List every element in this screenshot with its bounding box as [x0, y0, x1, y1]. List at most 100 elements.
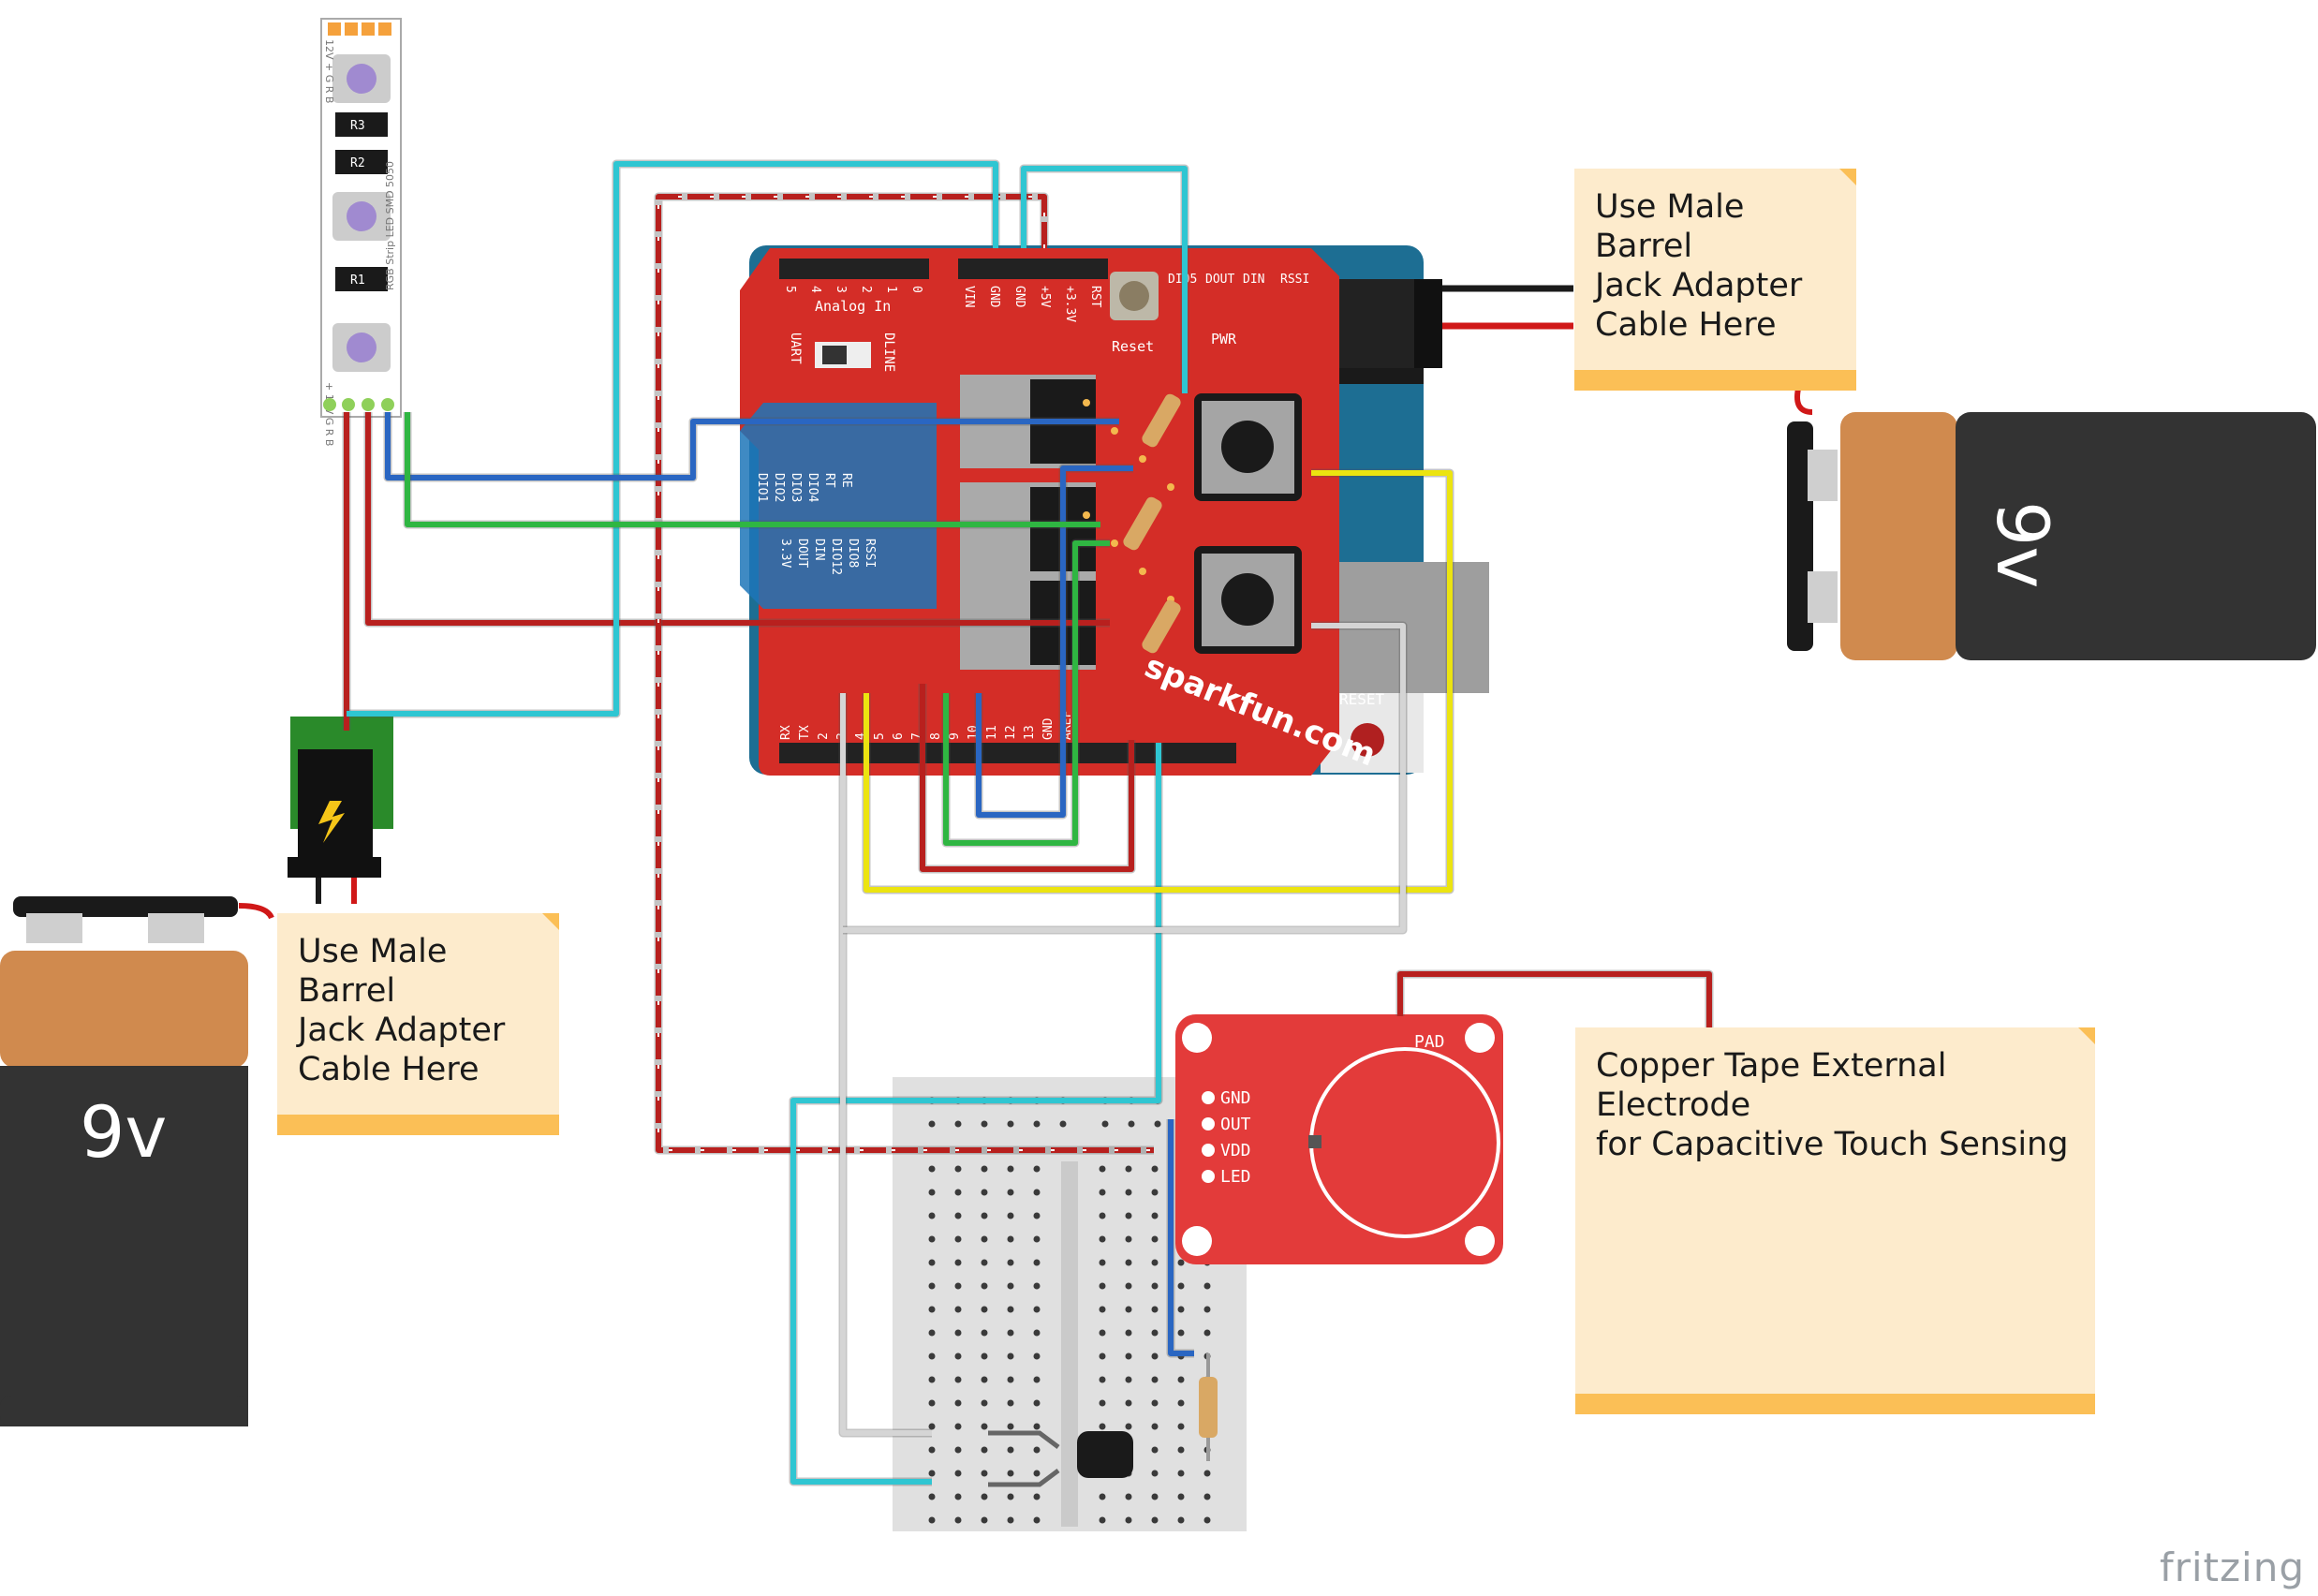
pwr-label: PWR: [1211, 331, 1237, 347]
breadboard-hole: [1177, 1376, 1185, 1383]
breadboard-hole: [954, 1516, 962, 1524]
breadboard-hole: [1203, 1516, 1211, 1524]
breadboard-hole: [954, 1423, 962, 1430]
breadboard-hole: [1007, 1493, 1014, 1500]
shield-analog-pin-4: 1: [884, 286, 898, 293]
breadboard-hole: [1099, 1282, 1106, 1290]
shield-top-pin-2: GND: [1012, 286, 1026, 308]
breadboard-hole: [1125, 1329, 1132, 1337]
shield-bottom-pin-4: 4: [854, 732, 868, 740]
breadboard-rail-hole: [1007, 1120, 1014, 1128]
push-button-1: [1194, 393, 1302, 501]
uno-reset-label: RESET: [1339, 690, 1385, 708]
breadboard-hole: [1177, 1423, 1185, 1430]
breadboard-hole: [954, 1329, 962, 1337]
breadboard-hole: [1033, 1446, 1041, 1454]
breadboard-hole: [1007, 1189, 1014, 1196]
breadboard-hole: [1007, 1376, 1014, 1383]
wire-dash-2: [657, 196, 1154, 1151]
breadboard-hole: [1125, 1352, 1132, 1360]
breadboard-hole: [1177, 1306, 1185, 1313]
wire-red-4: [920, 684, 1134, 872]
breadboard-hole: [1151, 1446, 1159, 1454]
touch-pin-vdd: VDD: [1220, 1141, 1251, 1160]
breadboard-hole: [1125, 1189, 1132, 1196]
xbee-left-pin-1: DIO2: [772, 473, 786, 502]
xbee-right-pin-5: RSSI: [863, 539, 877, 568]
breadboard-hole: [1007, 1306, 1014, 1313]
breadboard-hole: [1099, 1306, 1106, 1313]
breadboard-hole: [954, 1399, 962, 1407]
breadboard-rail-hole: [1101, 1120, 1109, 1128]
breadboard-hole: [1151, 1376, 1159, 1383]
breadboard-hole: [1007, 1165, 1014, 1173]
breadboard-hole: [1033, 1376, 1041, 1383]
breadboard-hole: [1099, 1329, 1106, 1337]
touch-pin-out: OUT: [1220, 1115, 1251, 1134]
led-resistor-r2: R2: [350, 156, 365, 170]
breadboard-hole: [954, 1446, 962, 1454]
breadboard-hole: [1099, 1376, 1106, 1383]
breadboard-hole: [981, 1376, 988, 1383]
xbee-right-pin-1: DOUT: [795, 539, 809, 568]
wire-blue-10: [1168, 1119, 1194, 1356]
breadboard-hole: [1007, 1470, 1014, 1477]
breadboard-hole: [1203, 1329, 1211, 1337]
xbee-left-pin-4: RT: [822, 473, 836, 488]
shield-top-pin-1: GND: [987, 286, 1001, 308]
breadboard-hole: [928, 1189, 936, 1196]
breadboard-hole: [981, 1259, 988, 1266]
breadboard-hole: [1151, 1352, 1159, 1360]
breadboard-hole: [981, 1165, 988, 1173]
shield-analog-pin-5: 0: [909, 286, 923, 293]
note-top-right-text: Use Male Barrel Jack Adapter Cable Here: [1595, 188, 1803, 344]
touch-pin-pad: [1202, 1144, 1215, 1157]
shield-bottom-pin-1: TX: [798, 725, 812, 740]
shield-top-pin-4: +3.3V: [1063, 286, 1077, 322]
breadboard-hole: [1177, 1516, 1185, 1524]
breadboard-hole: [1151, 1235, 1159, 1243]
breadboard-hole: [1177, 1446, 1185, 1454]
breadboard-hole: [1033, 1352, 1041, 1360]
breadboard-hole: [1151, 1306, 1159, 1313]
breadboard-hole: [928, 1493, 936, 1500]
breadboard-hole: [1033, 1470, 1041, 1477]
breadboard-hole: [1177, 1399, 1185, 1407]
shield-analog-pin-0: 5: [783, 286, 797, 293]
breadboard-rail-hole: [981, 1120, 988, 1128]
xbee-left-pin-3: DIO4: [805, 473, 819, 502]
breadboard-hole: [1177, 1470, 1185, 1477]
touch-pad-label: PAD: [1414, 1032, 1445, 1052]
rgb-led-strip: R3 R2 R1 12V + G R B RGB Strip LED SMD 5…: [320, 18, 402, 446]
xbee-right-pin-4: DIO8: [846, 539, 860, 568]
dline-label: DLINE: [881, 332, 896, 372]
breadboard-hole: [981, 1493, 988, 1500]
wire-cyan-7: [790, 743, 1161, 1485]
shield-bottom-pin-2: 2: [817, 732, 831, 740]
breadboard-hole: [1007, 1423, 1014, 1430]
shield-status-pin-2: DIN: [1243, 273, 1264, 287]
breadboard-hole: [954, 1235, 962, 1243]
breadboard-hole: [1033, 1165, 1041, 1173]
reset-label: Reset: [1112, 338, 1154, 355]
uno-barrel-jack: [1339, 279, 1573, 368]
shield-bottom-pin-5: 5: [873, 732, 887, 740]
breadboard-rail-hole: [1033, 1120, 1041, 1128]
breadboard-hole: [1007, 1235, 1014, 1243]
breadboard-hole: [1033, 1493, 1041, 1500]
touch-pin-gnd: GND: [1220, 1088, 1251, 1108]
breadboard-rail-hole: [1128, 1120, 1135, 1128]
breadboard-hole: [1007, 1399, 1014, 1407]
breadboard-hole: [928, 1516, 936, 1524]
breadboard-hole: [1007, 1212, 1014, 1219]
breadboard-hole: [1033, 1235, 1041, 1243]
breadboard-hole: [954, 1165, 962, 1173]
breadboard-hole: [1007, 1352, 1014, 1360]
wire-blue-9: [976, 466, 1133, 818]
shield-status-pin-3: RSSI: [1280, 273, 1309, 287]
breadboard-hole: [1099, 1399, 1106, 1407]
breadboard-hole: [954, 1493, 962, 1500]
shield-bottom-pin-12: 12: [1004, 725, 1018, 740]
breadboard-hole: [1203, 1493, 1211, 1500]
shield-bottom-pin-14: GND: [1041, 717, 1056, 740]
